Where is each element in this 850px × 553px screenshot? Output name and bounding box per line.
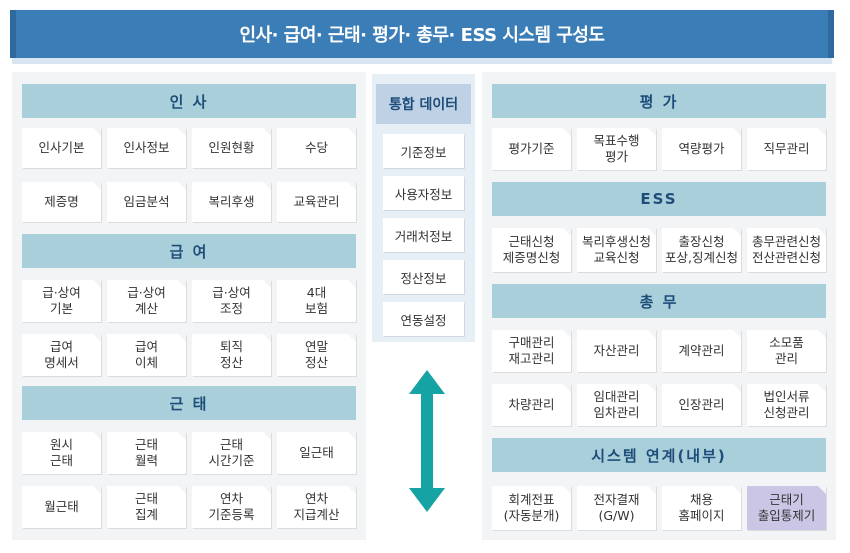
insa-item-3: 인원현황 (192, 128, 271, 168)
attendance-item-8: 연차 지급계산 (277, 486, 356, 528)
insa-item-7: 복리후생 (192, 182, 271, 222)
section-header-insa: 인 사 (22, 84, 356, 118)
pay-item-3: 급·상여 조정 (192, 280, 271, 322)
general-item-4: 소모품 관리 (747, 330, 826, 372)
pay-item-8: 연말 정산 (277, 334, 356, 376)
diagram-title: 인사· 급여· 근태· 평가· 총무· ESS 시스템 구성도 (10, 10, 834, 58)
center-item-3: 거래처정보 (383, 218, 464, 252)
ess-item-1: 근태신청 제증명신청 (492, 228, 571, 272)
center-item-1: 기준정보 (383, 134, 464, 168)
insa-item-2: 인사정보 (107, 128, 186, 168)
general-item-6: 임대관리 임차관리 (577, 384, 656, 426)
section-header-general: 총 무 (492, 284, 826, 318)
attendance-item-7: 연차 기준등록 (192, 486, 271, 528)
general-item-5: 차량관리 (492, 384, 571, 426)
attendance-item-3: 근태 시간기준 (192, 432, 271, 474)
insa-item-4: 수당 (277, 128, 356, 168)
eval-item-2: 목표수행 평가 (577, 128, 656, 170)
pay-item-2: 급·상여 계산 (107, 280, 186, 322)
ess-item-2: 복리후생신청 교육신청 (577, 228, 656, 272)
insa-item-1: 인사기본 (22, 128, 101, 168)
general-item-1: 구매관리 재고관리 (492, 330, 571, 372)
section-header-link: 시스템 연계(내부) (492, 438, 826, 472)
banner-shadow (12, 58, 832, 64)
section-header-attendance: 근 태 (22, 386, 356, 420)
attendance-item-5: 월근태 (22, 486, 101, 528)
ess-item-3: 출장신청 포상,징계신청 (662, 228, 741, 272)
pay-item-5: 급여 명세서 (22, 334, 101, 376)
attendance-item-1: 원시 근태 (22, 432, 101, 474)
general-item-3: 계약관리 (662, 330, 741, 372)
center-header: 통합 데이터 (376, 84, 471, 124)
insa-item-8: 교육관리 (277, 182, 356, 222)
pay-item-1: 급·상여 기본 (22, 280, 101, 322)
general-item-2: 자산관리 (577, 330, 656, 372)
double-arrow-icon (409, 370, 445, 512)
pay-item-4: 4대 보험 (277, 280, 356, 322)
pay-item-7: 퇴직 정산 (192, 334, 271, 376)
eval-item-3: 역량평가 (662, 128, 741, 170)
insa-item-6: 임금분석 (107, 182, 186, 222)
section-header-eval: 평 가 (492, 84, 826, 118)
link-item-4: 근태기 출입통제기 (747, 486, 826, 530)
center-item-4: 정산정보 (383, 260, 464, 294)
attendance-item-2: 근태 월력 (107, 432, 186, 474)
link-item-1: 회계전표 (자동분개) (492, 486, 571, 530)
center-item-5: 연동설정 (383, 302, 464, 336)
pay-item-6: 급여 이체 (107, 334, 186, 376)
center-item-2: 사용자정보 (383, 176, 464, 210)
attendance-item-4: 일근태 (277, 432, 356, 474)
link-item-2: 전자결재 (G/W) (577, 486, 656, 530)
ess-item-4: 총무관련신청 전산관련신청 (747, 228, 826, 272)
eval-item-4: 직무관리 (747, 128, 826, 170)
link-item-3: 채용 홈페이지 (662, 486, 741, 530)
general-item-8: 법인서류 신청관리 (747, 384, 826, 426)
general-item-7: 인장관리 (662, 384, 741, 426)
insa-item-5: 제증명 (22, 182, 101, 222)
attendance-item-6: 근태 집계 (107, 486, 186, 528)
section-header-pay: 급 여 (22, 234, 356, 268)
eval-item-1: 평가기준 (492, 128, 571, 170)
section-header-ess: ESS (492, 182, 826, 216)
